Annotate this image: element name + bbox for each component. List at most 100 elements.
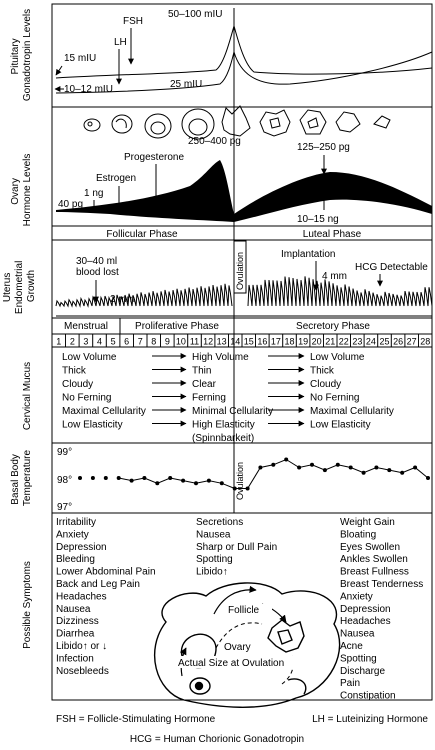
symptom-item: Spotting [196, 554, 233, 565]
hcg-label: HCG Detectable [355, 262, 428, 273]
symptom-item: Pain [340, 678, 360, 689]
follicle-3 [144, 113, 172, 139]
bbt-point [258, 465, 263, 470]
estrogen-label: Estrogen [96, 173, 136, 184]
ovary-hormone-section: 250–400 pg Progesterone 125–250 pg Estro… [56, 136, 432, 225]
symptom-item: Spotting [340, 653, 377, 664]
ovulation-label-uterus: Ovulation [235, 252, 245, 290]
ovary-ruptured-follicle [267, 619, 305, 653]
bbt-point [194, 481, 198, 486]
mucus-item: No Ferning [310, 393, 359, 404]
mucus-item: Thin [192, 366, 211, 377]
section-label-symptoms: Possible Symptoms [22, 561, 33, 649]
low1012-label: 10–12 mIU [64, 84, 113, 95]
symptom-item: Nosebleeds [56, 666, 109, 677]
mucus-item: Low Elasticity [62, 420, 123, 431]
bbt-section: 99° 98° 97° Ovulation [57, 444, 430, 513]
ovary-outline [153, 582, 341, 708]
follicle-label: Follicle [228, 605, 260, 616]
actual-size-label: Actual Size at Ovulation [178, 658, 284, 669]
symptom-item: Anxiety [340, 591, 373, 602]
symptom-item: Infection [56, 653, 94, 664]
bbt-point [219, 481, 224, 486]
ovary-illustration [153, 582, 341, 708]
bbt-point [116, 476, 121, 480]
phase-bar: Follicular Phase Luteal Phase [52, 225, 432, 240]
bbt-point [168, 476, 173, 480]
footer-fsh: FSH = Follicle-Stimulating Hormone [56, 714, 216, 725]
luteal-phase-label: Luteal Phase [303, 229, 362, 240]
follicle-arrow-left [213, 585, 257, 615]
symptom-item: Dizziness [56, 616, 99, 627]
symptom-item: Secretions [196, 517, 243, 528]
section-label-uterus: Uterus Endometrial Growth [2, 258, 37, 314]
section-label-pituitary: Pituitary Gonadotropin Levels [10, 9, 33, 101]
bbt-point [284, 457, 289, 462]
luteal-estrogen-label: 125–250 pg [297, 142, 350, 153]
symptom-item: Nausea [340, 629, 375, 640]
ruptured-follicle [221, 105, 251, 137]
day-number: 25 [379, 337, 389, 347]
mucus-item: (Spinnbarkeit) [192, 433, 254, 444]
pg40-label: 40 pg [58, 199, 83, 210]
symptom-item: Sharp or Dull Pain [196, 542, 277, 553]
day-number: 15 [244, 337, 254, 347]
ovary-illustration-labels: Follicle Ovary Actual Size at Ovulation [176, 604, 304, 669]
pituitary-section: FSH LH 50–100 mIU 15 mIU 10–12 mIU 25 mI… [54, 9, 433, 95]
proliferative-label: Proliferative Phase [135, 321, 219, 332]
symptom-item: Depression [56, 542, 107, 553]
bbt-point [206, 478, 211, 483]
bbt-tick-97: 97° [57, 502, 72, 513]
bbt-point [90, 476, 95, 480]
symptom-item: Discharge [340, 666, 385, 677]
bbt-point [387, 468, 392, 473]
mucus-item: Ferning [192, 393, 226, 404]
day-number: 14 [230, 337, 240, 347]
bbt-chart [78, 457, 430, 491]
symptom-item: Diarrhea [56, 629, 95, 640]
mucus-item: Cloudy [62, 379, 93, 390]
day-number: 1 [56, 337, 61, 347]
day-number: 4 [97, 337, 102, 347]
day-number: 7 [138, 337, 143, 347]
symptom-item: Headaches [56, 591, 107, 602]
follicle-2 [111, 114, 133, 134]
symptom-item: Breast Tenderness [340, 579, 423, 590]
bbt-point [374, 465, 379, 470]
bbt-point [271, 462, 276, 467]
day-number: 2 [70, 337, 75, 347]
symptom-item: Lower Abdominal Pain [56, 567, 156, 578]
day-number: 3 [83, 337, 88, 347]
mucus-item: No Ferning [62, 393, 111, 404]
day-number: 10 [176, 337, 186, 347]
corpus-luteum-2 [299, 109, 327, 135]
symptom-item: Weight Gain [340, 517, 395, 528]
endometrium-luteal [247, 276, 433, 307]
ng1-label: 1 ng [84, 188, 103, 199]
day-number: 6 [124, 337, 129, 347]
mucus-item: Clear [192, 379, 217, 390]
symptom-item: Nausea [56, 604, 91, 615]
mucus-item: Low Volume [310, 352, 365, 363]
symptom-item: Anxiety [56, 529, 89, 540]
bbt-point [361, 470, 366, 475]
day-number: 21 [325, 337, 335, 347]
bbt-point [245, 486, 250, 491]
day-number: 9 [165, 337, 170, 347]
low15-arrow [55, 65, 63, 76]
bbt-point [232, 486, 237, 491]
section-labels: Pituitary Gonadotropin Levels Ovary Horm… [2, 9, 37, 649]
bbt-point [181, 478, 186, 483]
day-number: 5 [111, 337, 116, 347]
bbt-point [426, 476, 430, 480]
symptom-item: Acne [340, 641, 363, 652]
bbt-point [310, 462, 314, 467]
secretory-label: Secretory Phase [296, 321, 370, 332]
bbt-point [142, 476, 147, 480]
ovary-corpus [287, 678, 307, 695]
follicle-4 [181, 108, 215, 140]
estrogen-band-follicular [56, 160, 234, 222]
day-number: 16 [257, 337, 267, 347]
